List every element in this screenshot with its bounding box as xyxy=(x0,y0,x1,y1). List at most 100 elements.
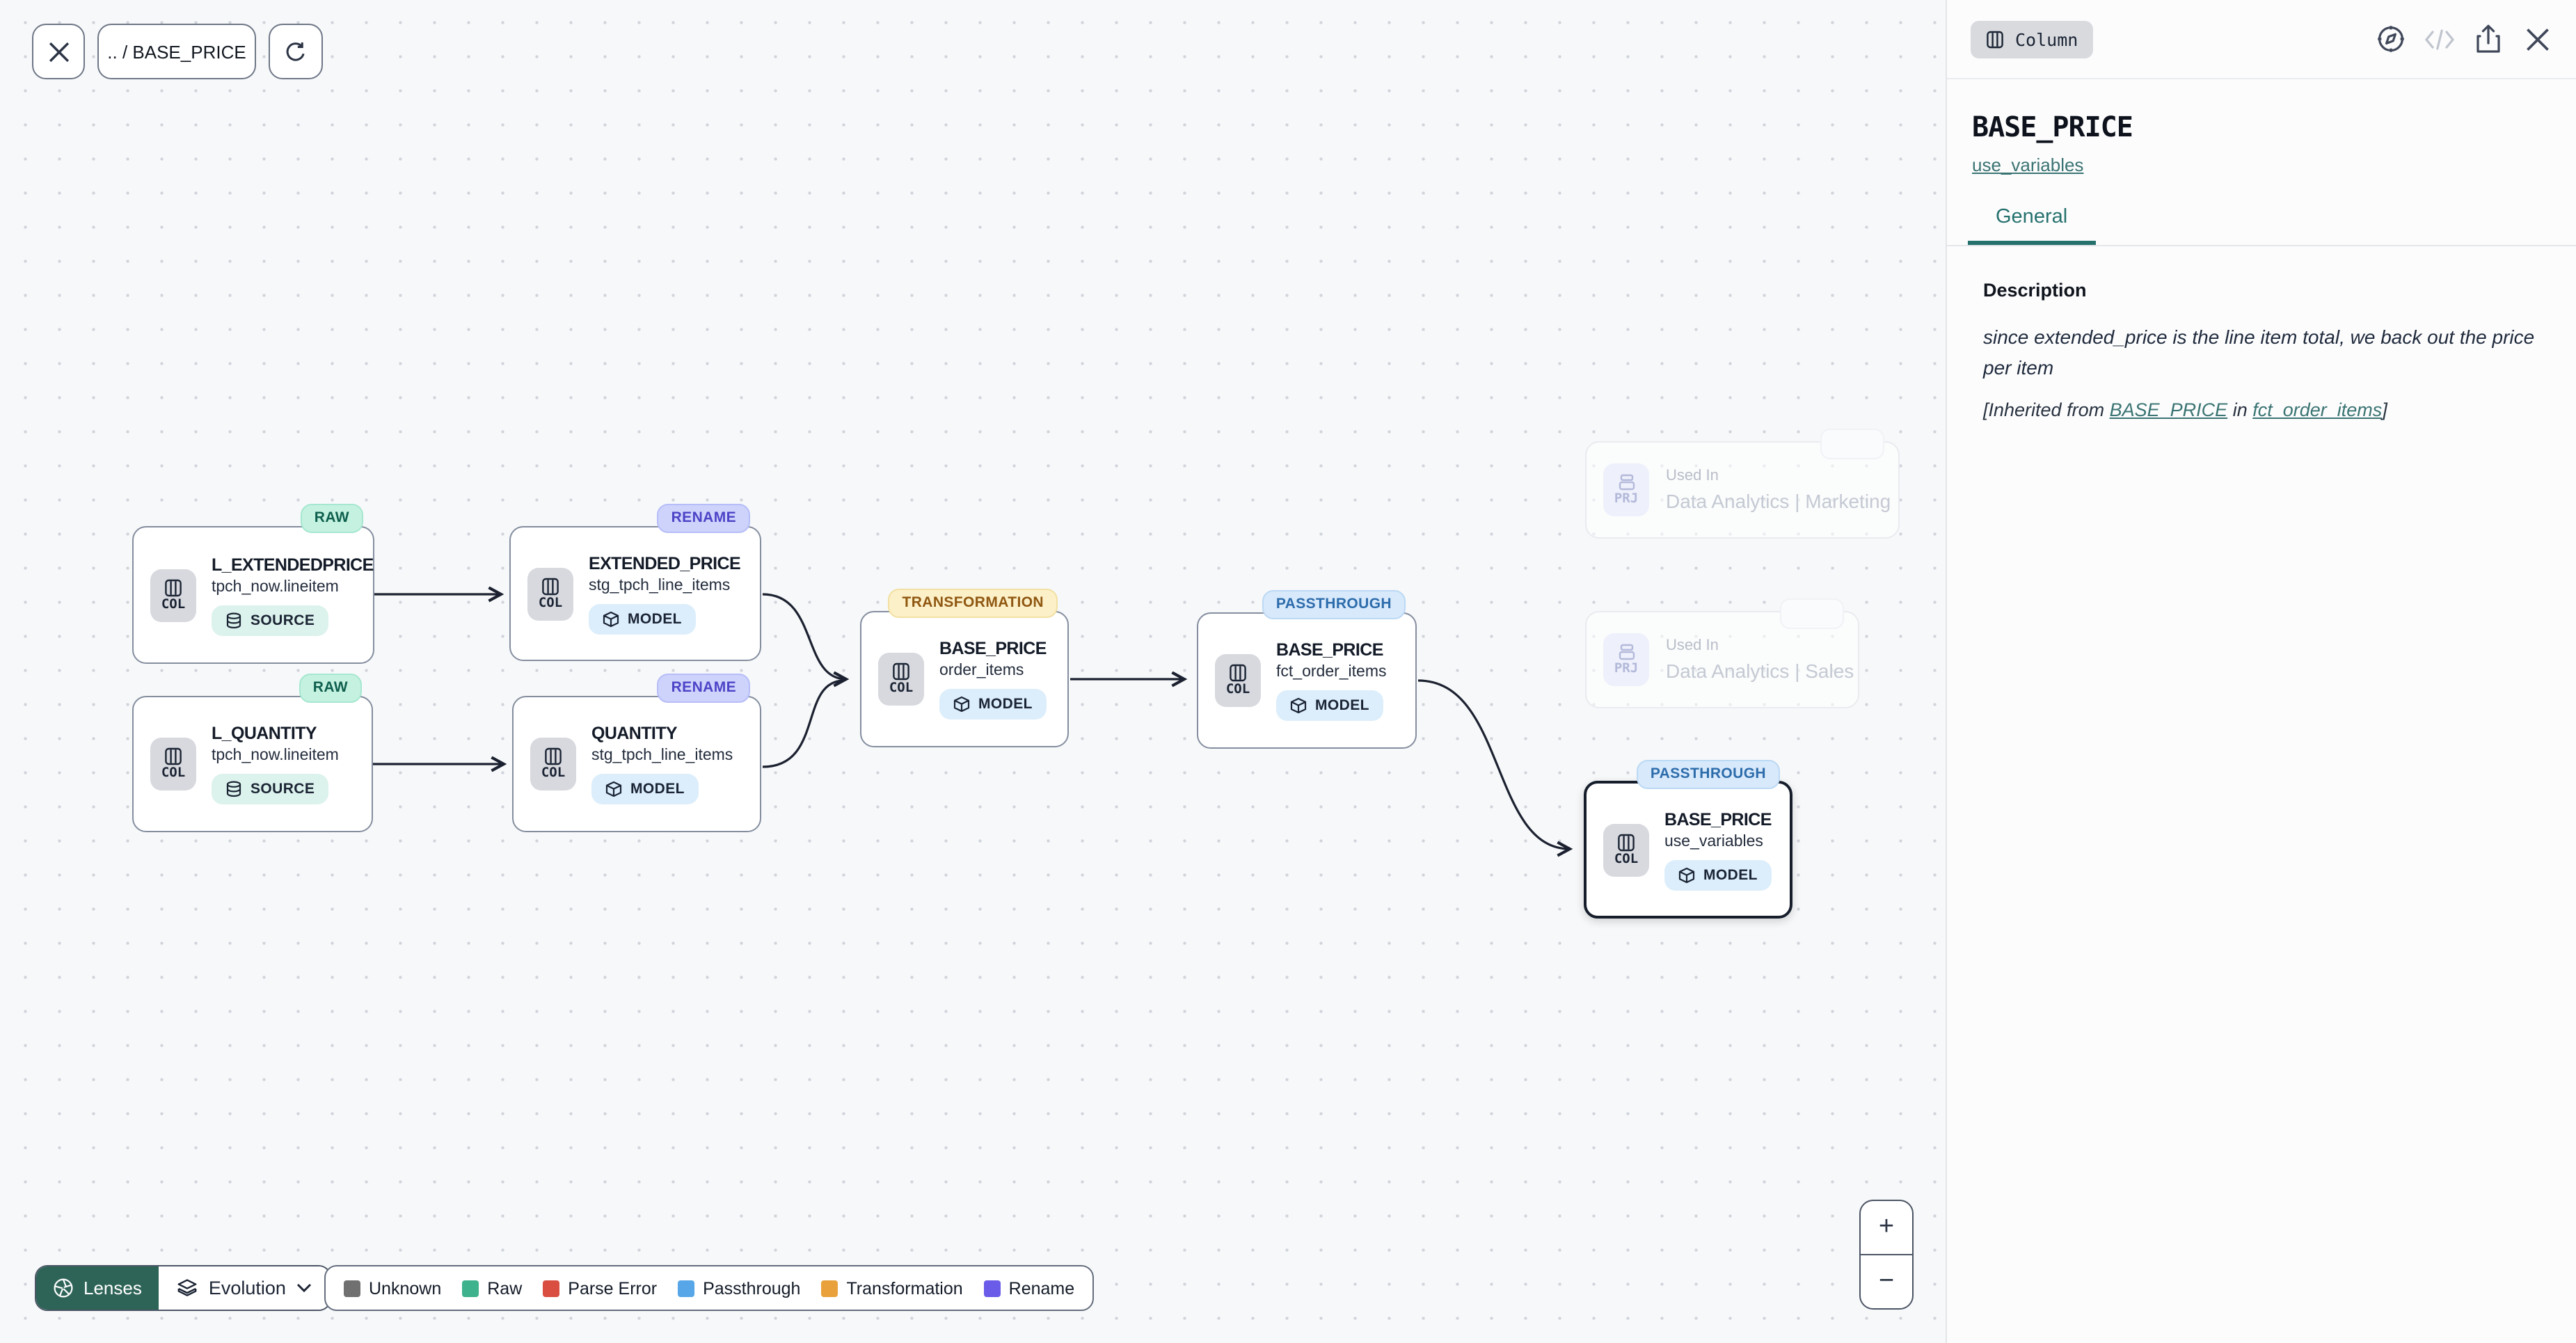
legend-label: Raw xyxy=(487,1278,522,1298)
details-panel: Column xyxy=(1946,0,2576,1343)
pill-label: SOURCE xyxy=(251,612,315,628)
node-l-extendedprice[interactable]: RAW COL L_EXTENDEDPRICE tpch_now.lineite… xyxy=(132,526,374,664)
cube-icon xyxy=(605,781,622,797)
code-icon xyxy=(2424,24,2455,54)
used-in-label: Used In xyxy=(1666,637,1719,654)
zoom-in-button[interactable]: + xyxy=(1861,1201,1912,1255)
cube-icon xyxy=(1678,866,1695,883)
node-title: L_EXTENDEDPRICE xyxy=(212,555,374,574)
project-stack-icon xyxy=(1616,644,1636,662)
lens-mode-dropdown[interactable]: Evolution xyxy=(159,1266,331,1310)
lenses-control: Lenses Evolution xyxy=(35,1265,332,1311)
pill-label: MODEL xyxy=(1315,697,1369,714)
pill-label: MODEL xyxy=(1703,866,1758,883)
kind-label: COL xyxy=(161,598,185,612)
column-kind-chip: COL xyxy=(530,738,576,790)
used-in-label: Used In xyxy=(1666,468,1719,484)
inherited-middle: in xyxy=(2227,400,2252,421)
cube-icon xyxy=(953,696,970,713)
columns-icon xyxy=(544,748,562,766)
kind-label: COL xyxy=(539,597,562,610)
kind-label: COL xyxy=(161,768,185,781)
model-pill: MODEL xyxy=(589,603,696,634)
lens-badge: PASSTHROUGH xyxy=(1637,760,1780,788)
entity-type-label: Column xyxy=(2015,29,2078,49)
node-subtitle: order_items xyxy=(939,662,1024,679)
inherited-column-link[interactable]: BASE_PRICE xyxy=(2110,400,2228,421)
model-pill: MODEL xyxy=(591,774,699,804)
node-subtitle: tpch_now.lineitem xyxy=(212,747,339,764)
columns-icon xyxy=(164,579,182,597)
legend-label: Passthrough xyxy=(703,1278,800,1298)
refresh-icon xyxy=(284,40,308,63)
refresh-button[interactable] xyxy=(269,24,323,79)
node-title: BASE_PRICE xyxy=(1276,640,1383,660)
source-pill: SOURCE xyxy=(212,774,328,804)
lens-legend: Unknown Raw Parse Error Passthrough Tran… xyxy=(324,1265,1094,1311)
pill-label: MODEL xyxy=(630,781,685,797)
pill-label: MODEL xyxy=(628,610,682,627)
description-text: since extended_price is the line item to… xyxy=(1983,323,2540,383)
project-kind-chip: PRJ xyxy=(1603,633,1649,686)
ghost-node-used-in-marketing: PRJ Used In Data Analytics | Marketing xyxy=(1585,441,1900,539)
node-l-quantity[interactable]: RAW COL L_QUANTITY tpch_now.lineitem SOU… xyxy=(132,696,373,832)
ghost-lens-badge xyxy=(1820,429,1884,459)
node-base-price-use-variables[interactable]: PASSTHROUGH COL BASE_PRICE use_variables… xyxy=(1584,781,1792,919)
legend-label: Unknown xyxy=(369,1278,441,1298)
tab-general[interactable]: General xyxy=(1968,206,2095,245)
model-pill: MODEL xyxy=(939,689,1047,720)
legend-swatch xyxy=(462,1280,479,1296)
close-lineage-button[interactable] xyxy=(32,24,85,79)
source-pill: SOURCE xyxy=(212,605,328,635)
close-icon xyxy=(48,41,69,62)
lineage-canvas[interactable]: .. / BASE_PRICE RAW COL xyxy=(0,0,1946,1343)
node-subtitle: use_variables xyxy=(1664,833,1763,850)
lens-badge: RENAME xyxy=(658,674,750,702)
columns-icon xyxy=(892,663,910,681)
compass-icon[interactable] xyxy=(2376,24,2406,54)
entity-type-chip: Column xyxy=(1971,20,2093,58)
legend-label: Transformation xyxy=(846,1278,962,1298)
model-pill: MODEL xyxy=(1276,690,1383,721)
ghost-lens-badge xyxy=(1780,598,1844,629)
zoom-controls: + − xyxy=(1859,1200,1914,1310)
column-kind-chip: COL xyxy=(1603,823,1649,876)
model-pill: MODEL xyxy=(1664,859,1772,890)
project-stack-icon xyxy=(1616,474,1636,492)
columns-icon xyxy=(541,578,559,596)
cube-icon xyxy=(1290,697,1307,714)
legend-label: Rename xyxy=(1009,1278,1075,1298)
used-in-name: Data Analytics | Marketing xyxy=(1666,490,1891,512)
node-subtitle: stg_tpch_line_items xyxy=(589,577,730,594)
lenses-button[interactable]: Lenses xyxy=(36,1266,159,1310)
columns-icon xyxy=(1617,834,1635,852)
inherited-model-link[interactable]: fct_order_items xyxy=(2252,400,2382,421)
close-panel-icon[interactable] xyxy=(2522,24,2552,54)
database-icon xyxy=(225,612,242,628)
node-title: QUANTITY xyxy=(591,724,677,743)
inherited-suffix: ] xyxy=(2382,400,2387,421)
share-icon[interactable] xyxy=(2473,24,2504,54)
node-subtitle: stg_tpch_line_items xyxy=(591,747,733,764)
zoom-out-button[interactable]: − xyxy=(1861,1255,1912,1308)
legend-swatch xyxy=(678,1280,694,1296)
lens-badge: TRANSFORMATION xyxy=(888,589,1058,617)
breadcrumb[interactable]: .. / BASE_PRICE xyxy=(97,24,256,79)
lens-mode-label: Evolution xyxy=(209,1278,286,1298)
breadcrumb-label: .. / BASE_PRICE xyxy=(107,41,246,62)
legend-item-transformation: Transformation xyxy=(821,1278,962,1298)
details-panel-header: Column xyxy=(1947,0,2576,79)
node-base-price-order-items[interactable]: TRANSFORMATION COL BASE_PRICE order_item… xyxy=(860,611,1069,747)
node-extended-price[interactable]: RENAME COL EXTENDED_PRICE stg_tpch_line_… xyxy=(509,526,761,661)
legend-swatch xyxy=(984,1280,1001,1296)
kind-label: COL xyxy=(1614,853,1638,866)
node-base-price-fct-order-items[interactable]: PASSTHROUGH COL BASE_PRICE fct_order_ite… xyxy=(1197,612,1417,749)
layers-icon xyxy=(177,1278,198,1298)
node-quantity[interactable]: RENAME COL QUANTITY stg_tpch_line_items … xyxy=(512,696,761,832)
inherited-note: [Inherited from BASE_PRICE in fct_order_… xyxy=(1983,400,2540,421)
node-title: BASE_PRICE xyxy=(939,639,1047,658)
model-link[interactable]: use_variables xyxy=(1972,154,2083,175)
lens-badge: RAW xyxy=(299,674,362,702)
legend-swatch xyxy=(821,1280,838,1296)
